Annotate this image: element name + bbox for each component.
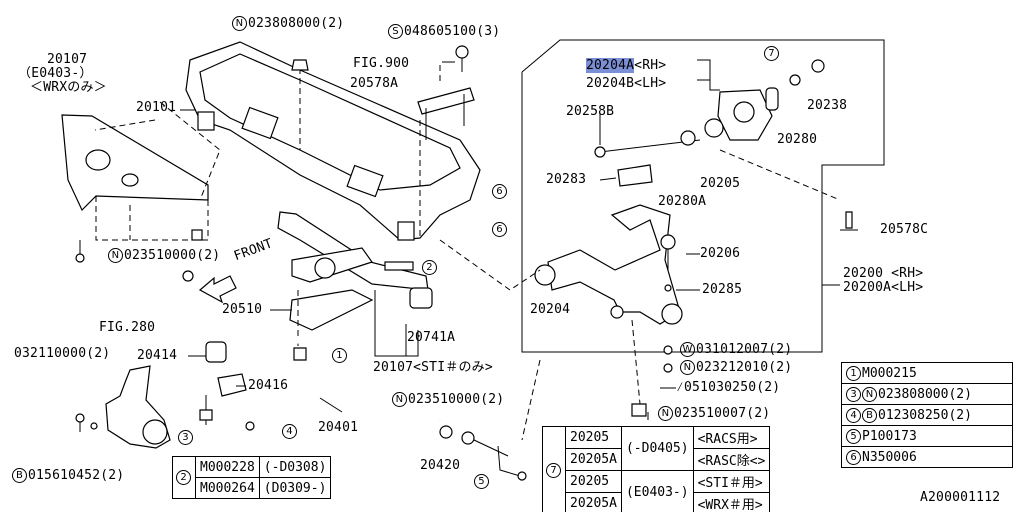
washer-icon: ⁄: [676, 380, 685, 395]
crossmember-brace-left: [61, 114, 209, 212]
label-20416: 20416: [248, 378, 289, 393]
label-20258b: 20258B: [566, 104, 615, 119]
label-20107-range: （E0403-）: [18, 66, 93, 81]
label-20578c: 20578C: [880, 222, 929, 237]
label-20238: 20238: [807, 98, 848, 113]
callout-7[interactable]: 7: [764, 46, 780, 61]
plate-20510: [289, 289, 374, 331]
inset-frame: [521, 39, 885, 353]
label-20205: 20205: [700, 176, 741, 191]
callout-3[interactable]: 3: [178, 430, 194, 445]
diagram-id: A200001112: [920, 490, 1001, 505]
label-fig900: FIG.900: [353, 56, 410, 71]
callout-6a[interactable]: 6: [492, 184, 508, 199]
label-20206: 20206: [700, 246, 741, 261]
label-20510: 20510: [222, 302, 263, 317]
n-circle-icon: N: [232, 16, 247, 31]
label-20283: 20283: [546, 172, 587, 187]
label-20280a: 20280A: [658, 194, 707, 209]
label-20285: 20285: [702, 282, 743, 297]
n-circle-icon: N: [658, 406, 673, 421]
label-20204a: 20204A<RH>: [586, 58, 667, 73]
bolt-left: [75, 253, 85, 263]
label-20200a: 20200A<LH>: [843, 280, 924, 295]
label-20204: 20204: [530, 302, 571, 317]
callout-6b[interactable]: 6: [492, 222, 508, 237]
label-20107: 20107: [47, 52, 88, 67]
n-circle-icon: N: [392, 392, 407, 407]
label-20414: 20414: [137, 348, 178, 363]
label-032110000: 032110000(2): [14, 346, 111, 361]
front-arrow: [198, 275, 237, 304]
b-circle-icon: B: [12, 468, 27, 483]
label-20107-wrx: ＜WRXのみ＞: [30, 80, 107, 95]
w-circle-icon: W: [680, 342, 695, 357]
callout-4[interactable]: 4: [282, 424, 298, 439]
n-circle-icon: N: [108, 248, 123, 263]
label-20204b: 20204B<LH>: [586, 76, 667, 91]
label-fig280: FIG.280: [99, 320, 156, 335]
callout-2a[interactable]: 2: [422, 260, 438, 275]
label-20107-sti: 20107<STI＃のみ>: [373, 360, 493, 375]
callout-5[interactable]: 5: [474, 474, 490, 489]
highlight-20204a[interactable]: 20204A: [586, 58, 635, 73]
s-circle-icon: S: [388, 24, 403, 39]
label-051030250: ⁄051030250(2): [676, 380, 781, 395]
legend-bottom-left: 2 M000228 (-D0308) M000264 (D0309-): [172, 456, 332, 499]
label-20200: 20200 <RH>: [843, 266, 924, 281]
callout-1[interactable]: 1: [332, 348, 348, 363]
label-20101: 20101: [136, 100, 177, 115]
legend-bottom-center: 7 20205 (-D0405) <RACS用> 20205A <RASC除<>…: [542, 426, 771, 512]
n-circle-icon: N: [680, 360, 695, 375]
label-20741a: 20741A: [407, 330, 456, 345]
label-20280: 20280: [777, 132, 818, 147]
label-20578a: 20578A: [350, 76, 399, 91]
label-20401: 20401: [318, 420, 359, 435]
label-20420: 20420: [420, 458, 461, 473]
